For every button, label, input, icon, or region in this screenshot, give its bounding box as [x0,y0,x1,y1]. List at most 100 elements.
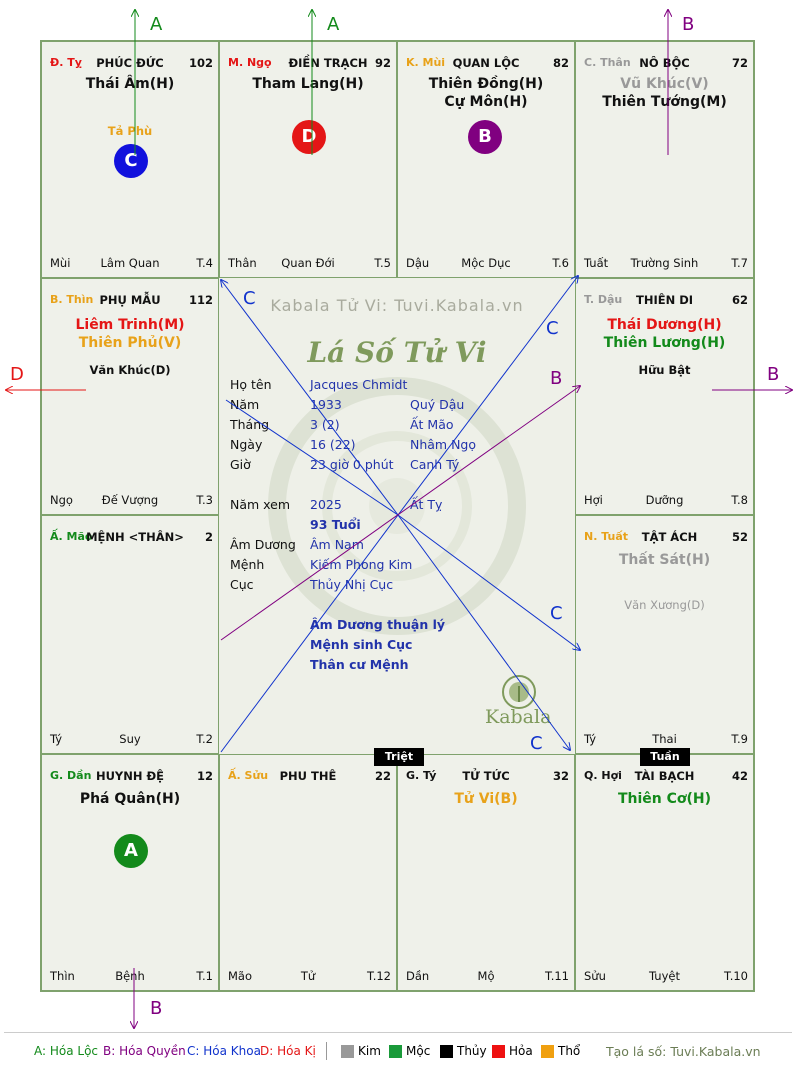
palace-number: 2 [204,530,213,544]
major-star: Cự Môn(H) [444,94,528,110]
minor-star: Văn Xương(D) [624,598,705,612]
palace-number: 12 [196,769,213,783]
arrow-label-b: B [682,14,694,35]
site-link[interactable]: Tạo lá số: Tuvi.Kabala.vn [606,1044,761,1059]
arrow-label-a: A [150,14,163,35]
palace-number: 112 [188,293,213,307]
label-cuc: Cục [230,577,254,592]
palace-name: PHÚC ĐỨC [96,56,164,70]
arrow-label-b: B [767,364,779,385]
legend-tho: Thổ [558,1044,581,1058]
palace-name: PHỤ MẪU [99,293,161,307]
palace-can: K. Mùi [406,56,446,69]
palace-dien-trach[interactable]: M. Ngọ ĐIỀN TRẠCH 92 Tham Lang(H) D Thân… [219,41,397,278]
palace-no-boc[interactable]: C. Thân NÔ BỘC 72 Vũ Khúc(V) Thiên Tướng… [575,41,754,278]
palace-name: PHU THÊ [279,769,337,783]
arrow-label-a: A [327,14,340,35]
major-star: Thiên Đồng(H) [428,76,544,92]
value-menh: Kiếm Phong Kim [310,557,413,572]
palace-bottom-right: T.10 [724,969,748,983]
palace-phuc-duc[interactable]: Đ. Tỵ PHÚC ĐỨC 102 Thái Âm(H) Tả Phù C M… [41,41,219,278]
value-cuc: Thủy Nhị Cục [310,577,394,592]
legend-thuy: Thủy [457,1044,487,1058]
palace-name: THIÊN DI [635,293,694,307]
palace-name: QUAN LỘC [452,56,520,70]
palace-number: 32 [552,769,569,783]
palace-name: ĐIỀN TRẠCH [288,56,368,70]
palace-menh[interactable]: Ấ. Mão MỆNH <THÂN> 2 Tý Suy T.2 [41,515,219,754]
value-nam-xem: 2025 [310,497,342,512]
label-thang: Tháng [230,417,270,432]
palace-bottom-mid: Trường Sinh [630,256,699,270]
major-star: Thiên Tướng(M) [602,94,727,110]
palace-can: B. Thìn [50,293,94,306]
palace-can: G. Tý [406,769,437,782]
palace-bottom-mid: Tử [300,969,316,983]
palace-bottom-mid: Dưỡng [645,493,684,507]
legend-hoa-quyen: B: Hóa Quyền [103,1044,186,1058]
minor-star: Văn Khúc(D) [89,363,171,377]
palace-quan-loc[interactable]: K. Mùi QUAN LỘC 82 Thiên Đồng(H) Cự Môn(… [397,41,575,278]
swatch-tho [541,1045,554,1058]
palace-can: G. Dần [50,769,92,782]
palace-number: 82 [552,56,569,70]
palace-phu-the[interactable]: Ấ. Sửu PHU THÊ 22 Mão Tử T.12 [219,754,397,991]
palace-bottom-left: Dậu [406,256,430,270]
palace-bottom-left: Mão [228,969,253,983]
arrow-label-d: D [10,364,24,385]
palace-name: TỬ TỨC [462,769,510,783]
palace-phu-mau[interactable]: B. Thìn PHỤ MẪU 112 Liêm Trinh(M) Thiên … [41,278,219,515]
legend-bar: A: Hóa Lộc B: Hóa Quyền C: Hóa Khoa D: H… [0,1032,796,1070]
palace-number: 52 [731,530,748,544]
palace-tu-tuc[interactable]: G. Tý TỬ TỨC 32 Tử Vi(B) Dần Mộ T.11 [397,754,575,991]
palace-bottom-right: T.2 [196,732,213,746]
palace-number: 22 [374,769,391,783]
major-star: Phá Quân(H) [79,791,181,807]
palace-can: C. Thân [584,56,631,69]
value-ngay: 16 (22) [310,437,356,452]
palace-huynh-de[interactable]: G. Dần HUYNH ĐỆ 12 Phá Quân(H) A Thìn Bệ… [41,754,219,991]
value-ho-ten: Jacques Chmidt [310,377,408,392]
palace-bottom-left: Tý [50,732,63,746]
legend-divider [326,1042,327,1060]
minor-star: Hữu Bật [638,363,691,377]
palace-bottom-mid: Bệnh [115,969,145,983]
label-nam: Năm [230,397,260,412]
badge-hoa-quyen: B [468,120,502,154]
tuan-tag: Tuần [640,748,690,766]
palace-thien-di[interactable]: T. Dậu THIÊN DI 62 Thái Dương(H) Thiên L… [575,278,754,515]
palace-name: NÔ BỘC [639,56,690,70]
value-tuoi: 93 Tuổi [310,517,361,532]
swatch-hoa [492,1045,505,1058]
value-nam: 1933 [310,397,342,412]
center-info-panel: Lá Số Tử Vi Họ tên Jacques Chmidt Năm 19… [219,278,575,754]
value-nam-can-chi: Quý Dậu [410,397,465,412]
badge-hoa-khoa: C [114,144,148,178]
palace-bottom-right: T.8 [731,493,748,507]
label-ngay: Ngày [230,437,263,452]
swatch-moc [389,1045,402,1058]
label-gio: Giờ [230,457,251,472]
palace-number: 102 [188,56,213,70]
label-nam-xem: Năm xem [230,497,291,512]
major-star: Thiên Lương(H) [603,335,726,351]
palace-bottom-right: T.4 [196,256,213,270]
badge-hoa-ki: D [292,120,326,154]
note-menh-cuc: Mệnh sinh Cục [310,637,413,652]
center-title: Lá Số Tử Vi [307,336,487,369]
major-star: Vũ Khúc(V) [620,76,709,92]
swatch-kim [341,1045,354,1058]
palace-number: 62 [731,293,748,307]
legend-moc: Mộc [406,1044,431,1058]
palace-tat-ach[interactable]: N. Tuất TẬT ÁCH 52 Thất Sát(H) Văn Xương… [575,515,754,754]
palace-bottom-right: T.7 [731,256,748,270]
palace-tai-bach[interactable]: Q. Hợi TÀI BẠCH 42 Thiên Cơ(H) Sửu Tuyệt… [575,754,754,991]
palace-name: TÀI BẠCH [634,769,695,783]
palace-bottom-right: T.5 [374,256,391,270]
value-gio-can-chi: Canh Tý [410,457,460,472]
major-star: Liêm Trinh(M) [75,317,185,333]
palace-bottom-mid: Thai [652,732,677,746]
minor-star: Tả Phù [107,124,153,138]
major-star: Tham Lang(H) [252,76,364,92]
palace-bottom-left: Dần [406,969,430,983]
